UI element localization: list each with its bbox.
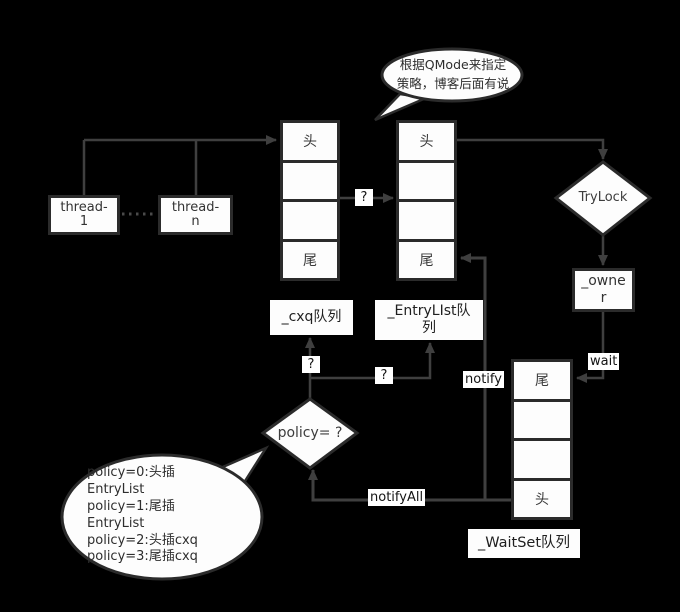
notify-label: notify xyxy=(463,371,504,388)
cxq-cell-3 xyxy=(283,199,337,239)
notifyall-arrow xyxy=(308,469,511,502)
question-label-to-cxq: ? xyxy=(302,356,320,373)
thread-1-box: thread-1 xyxy=(48,195,120,235)
waitset-queue: 尾 头 xyxy=(511,359,573,520)
policy-to-entrylist-arrow xyxy=(310,342,435,380)
thread-1-label: thread-1 xyxy=(60,199,108,229)
policy-diamond xyxy=(260,397,360,470)
question-label-between-queues: ? xyxy=(355,189,373,206)
entrylist-queue: 头 尾 xyxy=(396,120,457,281)
policy-bubble-text: policy=0:头插 EntryList policy=1:尾插 EntryL… xyxy=(87,465,198,565)
qmode-bubble xyxy=(374,47,524,122)
trylock-label: TryLock xyxy=(578,190,628,205)
entrylist-to-trylock-arrow xyxy=(457,138,608,160)
entrylist-cell-tail: 尾 xyxy=(399,238,454,278)
thread-n-label: thread-n xyxy=(171,199,220,229)
entrylist-cell-head: 头 xyxy=(399,123,454,160)
waitset-cell-2 xyxy=(514,398,570,438)
waitset-cell-tail: 尾 xyxy=(514,362,570,399)
wait-label: wait xyxy=(588,353,620,370)
notify-arrow xyxy=(460,253,487,500)
owner-label: _owner xyxy=(581,273,626,306)
cxq-queue-label: _cxq队列 xyxy=(270,300,353,335)
owner-wait-arrow xyxy=(576,312,605,383)
trylock-diamond xyxy=(553,160,653,237)
entrylist-cell-3 xyxy=(399,199,454,239)
qmode-bubble-text: 根据QMode来指定 策略，博客后面有说 xyxy=(396,57,510,91)
waitset-cell-head: 头 xyxy=(514,477,570,517)
cxq-cell-2 xyxy=(283,159,337,199)
cxq-queue: 头 尾 xyxy=(280,120,340,281)
question-label-to-entrylist: ? xyxy=(375,367,393,384)
cxq-cell-head: 头 xyxy=(283,123,337,160)
waitset-cell-3 xyxy=(514,438,570,478)
owner-box: _owner xyxy=(572,268,635,312)
policy-diamond-label: policy= ? xyxy=(277,425,343,441)
thread-n-box: thread-n xyxy=(158,195,233,235)
cxq-cell-tail: 尾 xyxy=(283,238,337,278)
notifyall-label: notifyAll xyxy=(368,489,426,506)
waitset-queue-label: _WaitSet队列 xyxy=(468,529,580,558)
entrylist-cell-2 xyxy=(399,159,454,199)
policy-bubble xyxy=(60,445,270,581)
entrylist-queue-label: _EntryLIst队列 xyxy=(375,300,483,340)
